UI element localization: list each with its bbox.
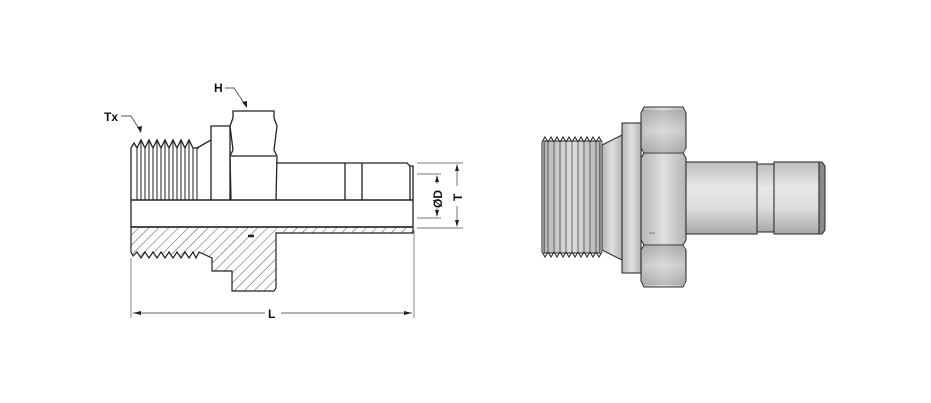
- extension-lines: [130, 162, 463, 318]
- shaded-collar: [621, 122, 642, 274]
- hex-nut: [229, 110, 278, 201]
- cone-collar: [196, 125, 231, 200]
- length-label: L: [268, 307, 275, 321]
- shaded-tube-end: [818, 161, 826, 235]
- thread-profile: [130, 138, 199, 200]
- shaded-thread: [541, 135, 603, 259]
- shaded-cone: [601, 134, 623, 261]
- diameter-label: ØD: [431, 190, 445, 208]
- tx-leader: [121, 115, 142, 133]
- thread-size-label: T: [451, 193, 465, 201]
- hatched-section: [130, 226, 414, 292]
- thread-label: Tx: [104, 110, 118, 124]
- hex-label: H: [214, 81, 223, 95]
- length-dimension: [133, 311, 412, 315]
- thread-dimension: [455, 164, 459, 227]
- section-view: [121, 87, 463, 318]
- tube-stub: [276, 162, 414, 228]
- shaded-tube: [685, 161, 758, 235]
- shaded-view: [541, 106, 826, 288]
- h-leader: [225, 87, 247, 107]
- diameter-dimension: [435, 175, 439, 217]
